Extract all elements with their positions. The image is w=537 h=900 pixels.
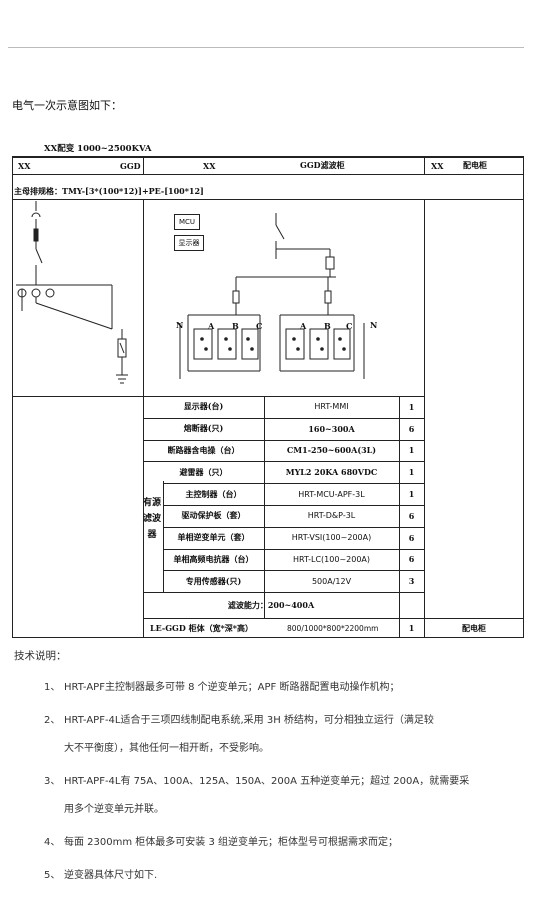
equipment-name: 专用传感器(只) [185, 575, 242, 586]
header-cell-distribution: 配电柜 [463, 160, 487, 170]
phase-a-label-left: A [208, 321, 215, 331]
busbar-spec: 主母排规格：TMY-[3*(100*12)]+PE-[100*12] [14, 185, 204, 196]
note-line: 逆变器具体尺寸如下. [64, 870, 158, 881]
equipment-model: CM1-250~600A(3L) [286, 445, 377, 456]
capacity-row: 滤波能力：200~400A [227, 599, 315, 610]
note-number: 5、 [44, 870, 61, 881]
equipment-name: 单相逆变单元（套） [177, 532, 250, 543]
qty-divider [399, 396, 400, 638]
drawing-divider-left [143, 199, 144, 396]
equipment-name: 单相高频电抗器（台） [173, 553, 254, 564]
header-cell-xx-2: XX [203, 160, 216, 171]
header-row-rule [12, 174, 524, 175]
notes-title: 技术说明： [14, 650, 67, 662]
n-label-left: N [176, 320, 184, 330]
note-number: 4、 [44, 837, 61, 848]
equipment-name: 熔断器(只) [183, 423, 224, 434]
note-line: HRT-APF主控制器最多可带 8 个逆变单元；APF 断路器配置电动操作机构； [64, 682, 400, 693]
equipment-model: HRT-MMI [314, 402, 349, 412]
equipment-model: 500A/12V [311, 576, 352, 586]
n-label-right: N [370, 320, 378, 330]
cabinet-qty: 1 [408, 623, 415, 633]
caption-rule [12, 156, 524, 157]
equipment-model: HRT-D&P-3L [307, 511, 356, 521]
header-divider-1 [143, 157, 144, 174]
equipment-row-rule [163, 505, 424, 506]
equipment-qty: 6 [408, 532, 415, 543]
model-divider [264, 396, 265, 618]
phase-a-label-right: A [300, 321, 307, 331]
note-line: 每面 2300mm 柜体最多可安装 3 组逆变单元；柜体型号可根据需求而定； [64, 837, 399, 848]
equipment-name: 显示器(台) [183, 401, 224, 412]
drawing-divider-right [424, 199, 425, 638]
table-top-rule [12, 396, 424, 397]
equipment-name: 驱动保护板（套） [181, 510, 246, 521]
phase-b-label-left: B [232, 321, 239, 331]
name-divider-left [143, 396, 144, 638]
equipment-row-rule [163, 526, 424, 528]
top-rule [8, 47, 524, 48]
equipment-qty: 6 [408, 510, 415, 521]
equipment-model: HRT-MCU-APF-3L [298, 489, 365, 499]
note-number: 1、 [44, 682, 61, 693]
equipment-model: MYL2 20KA 680VDC [285, 467, 378, 478]
group-divider [163, 481, 164, 592]
equipment-name: 断路器含电操（台） [167, 444, 240, 455]
drawing-frame [12, 157, 524, 638]
cabinet-rule-top [143, 618, 524, 619]
filter-group-label: 有源滤波器 [143, 498, 162, 540]
equipment-qty: 6 [408, 554, 415, 565]
equipment-row-rule [163, 570, 424, 572]
phase-c-label-left: C [256, 321, 263, 331]
capacity-rule-top [143, 592, 424, 593]
equipment-name: 主控制器（台） [185, 488, 242, 499]
mcu-box: MCU [174, 214, 200, 230]
equipment-qty: 1 [408, 445, 415, 456]
cabinet-name: LE-GGD 柜体（宽*深*高） [150, 622, 253, 633]
header-cell-ggd: GGD [120, 160, 141, 171]
phase-b-label-right: B [324, 321, 331, 331]
equipment-model: HRT-VSI(100~200A) [291, 533, 372, 543]
note-number: 2、 [44, 715, 61, 726]
note-line: 用多个逆变单元并联。 [64, 804, 164, 815]
equipment-qty: 6 [408, 423, 415, 434]
note-line: 大不平衡度），其他任何一相开断，不受影响。 [64, 743, 269, 754]
equipment-name: 避雷器（只） [179, 466, 228, 477]
equipment-row-rule [143, 439, 424, 441]
header-divider-2 [424, 157, 425, 174]
intro-text: 电气一次示意图如下： [12, 99, 122, 112]
note-number: 3、 [44, 776, 61, 787]
equipment-model: HRT-LC(100~200A) [292, 554, 371, 564]
equipment-qty: 3 [408, 576, 415, 587]
header-cell-xx-3: XX [431, 160, 444, 171]
equipment-model: 160~300A [308, 423, 355, 434]
caption-text: XX配变 1000~2500KVA [44, 144, 152, 154]
note-line: HRT-APF-4L适合于三项四线制配电系统,采用 3H 桥结构，可分相独立运行… [64, 715, 434, 726]
display-box: 显示器 [174, 235, 204, 251]
note-line: HRT-APF-4L有 75A、100A、125A、150A、200A 五种逆变… [64, 776, 470, 787]
equipment-qty: 1 [408, 401, 415, 412]
equipment-row-rule [143, 461, 424, 463]
equipment-qty: 1 [408, 489, 415, 500]
incomer-diagram [16, 201, 128, 384]
equipment-qty: 1 [408, 467, 415, 478]
equipment-row-rule [163, 548, 424, 550]
equipment-row-rule [143, 417, 424, 419]
header-cell-xx-1: XX [18, 160, 31, 171]
cabinet-right-label: 配电柜 [462, 622, 486, 633]
equipment-row-rule [163, 483, 424, 485]
header-cell-filter-cabinet: GGD滤波柜 [300, 160, 345, 170]
cabinet-spec: 800/1000*800*2200mm [287, 623, 379, 633]
filter-schematic [179, 213, 365, 379]
phase-c-label-right: C [346, 321, 353, 331]
busbar-rule [12, 199, 524, 200]
